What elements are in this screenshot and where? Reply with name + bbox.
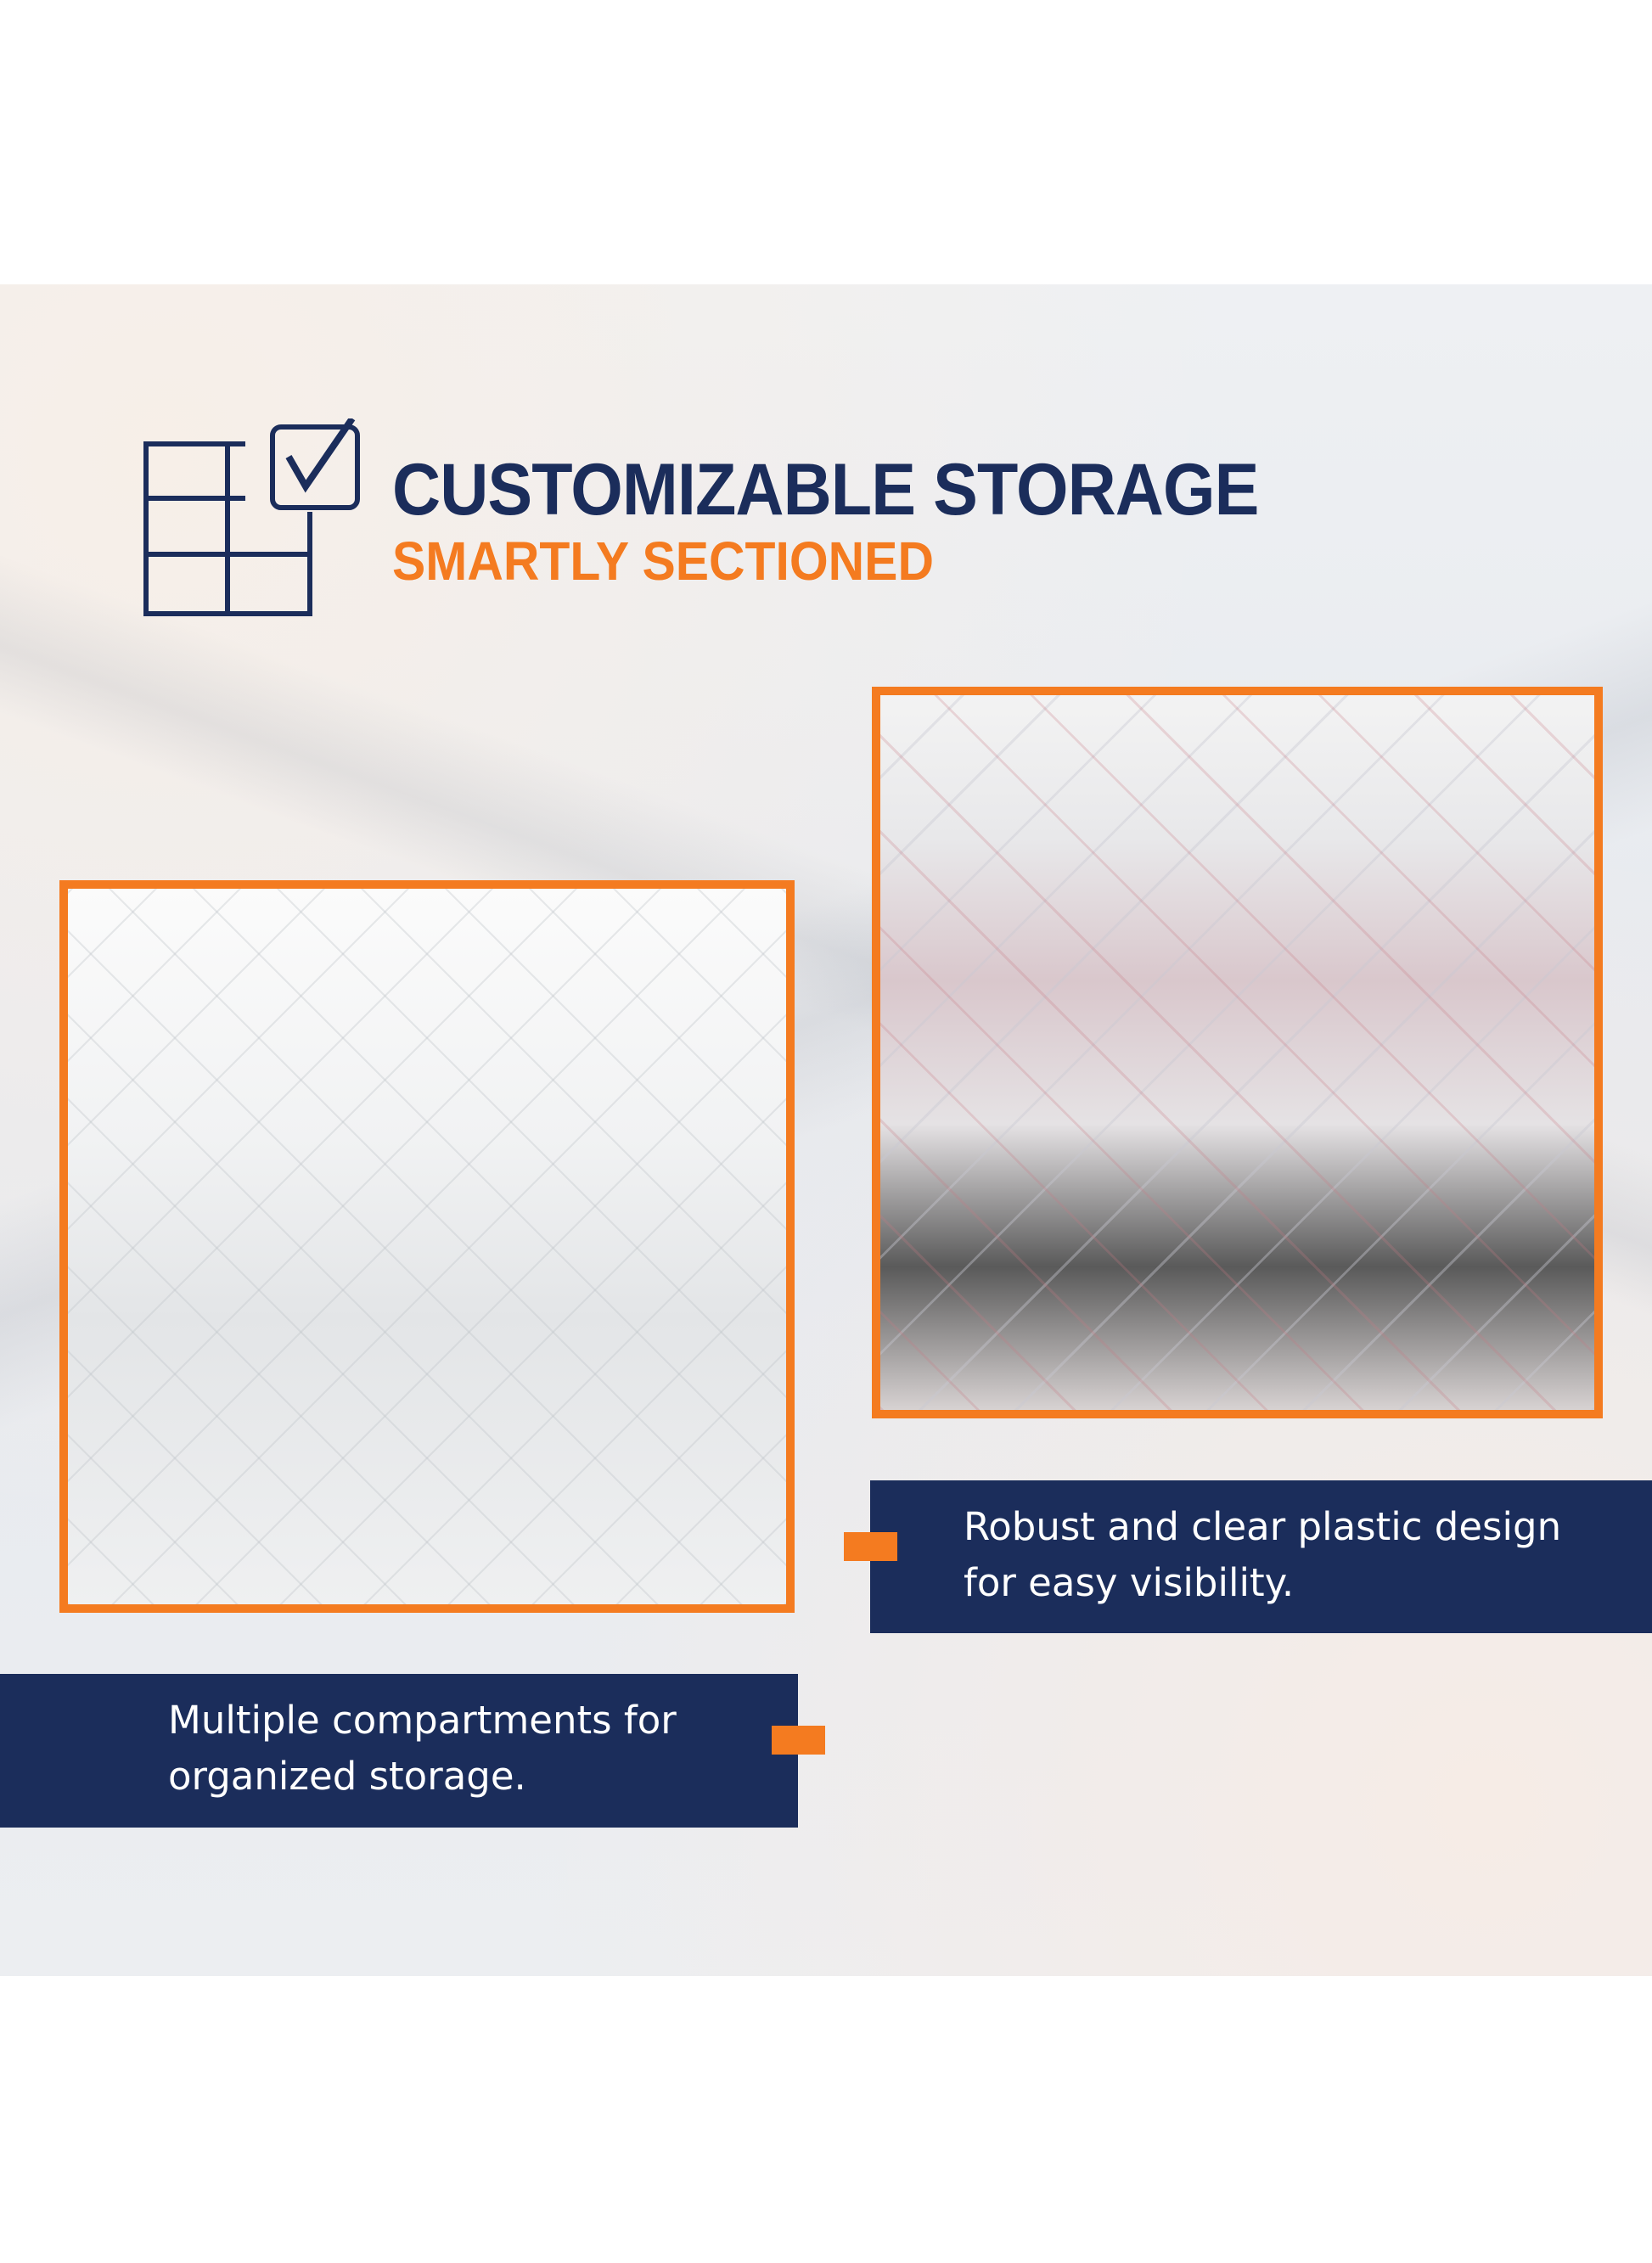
- caption-line: for easy visibility.: [964, 1560, 1295, 1605]
- feature-caption-clear-design: Robust and clear plastic design for easy…: [870, 1480, 1652, 1633]
- grid-checkbox-icon: [143, 418, 360, 616]
- caption-line: Multiple compartments for: [168, 1698, 677, 1743]
- orange-accent-marker: [844, 1532, 897, 1561]
- caption-line: organized storage.: [168, 1754, 526, 1799]
- feature-caption-compartments: Multiple compartments for organized stor…: [0, 1674, 798, 1828]
- page-title: CUSTOMIZABLE STORAGE: [392, 449, 1259, 531]
- page-subtitle: SMARTLY SECTIONED: [392, 531, 934, 592]
- caption-line: Robust and clear plastic design: [964, 1504, 1562, 1549]
- acrylic-organizer-compartments-photo: [59, 880, 795, 1613]
- acrylic-organizer-closeup-photo: [872, 687, 1603, 1418]
- orange-accent-marker: [772, 1726, 825, 1755]
